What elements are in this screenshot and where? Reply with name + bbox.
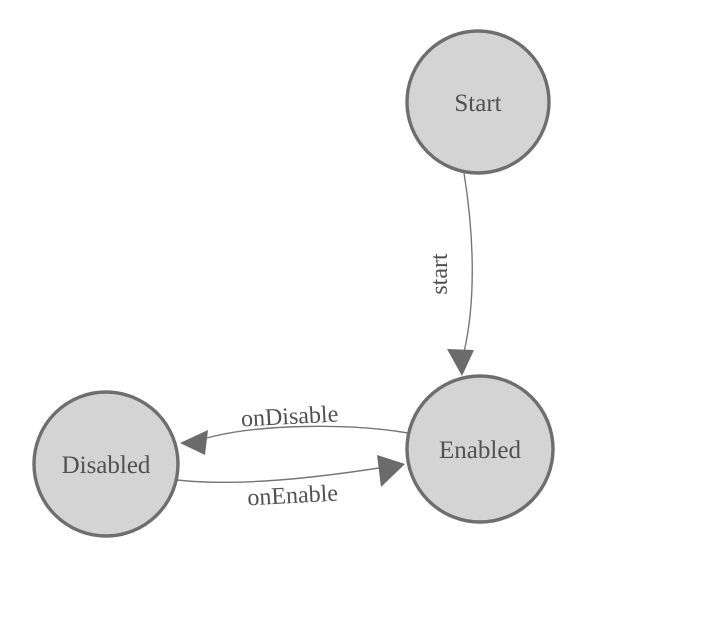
- edge-disabled-to-enabled-line[interactable]: [176, 467, 380, 484]
- state-circle-start[interactable]: [405, 29, 551, 175]
- edge-start-to-enabled: start: [427, 172, 474, 376]
- state-circle-enabled[interactable]: [405, 374, 555, 524]
- edge-enabled-to-disabled-line[interactable]: [206, 425, 409, 439]
- state-node-disabled: Disabled: [32, 390, 180, 538]
- state-circle-disabled[interactable]: [32, 390, 180, 538]
- state-label-enabled: Enabled: [439, 437, 521, 464]
- arrowhead-into-disabled: [180, 430, 208, 455]
- edge-label-start: start: [427, 253, 453, 295]
- edge-enabled-to-disabled: onDisable: [180, 401, 409, 455]
- state-node-start: Start: [405, 29, 551, 175]
- edge-start-to-enabled-line[interactable]: [463, 172, 473, 353]
- edge-disabled-to-enabled: onEnable: [176, 455, 405, 512]
- state-node-enabled: Enabled: [405, 374, 555, 524]
- state-label-disabled: Disabled: [62, 452, 151, 479]
- edge-label-ondisable: onDisable: [240, 401, 339, 432]
- state-label-start: Start: [454, 90, 501, 117]
- arrowhead-into-enabled-left: [377, 455, 405, 487]
- edge-label-onenable: onEnable: [247, 481, 339, 512]
- arrowhead-into-enabled-top: [447, 349, 474, 376]
